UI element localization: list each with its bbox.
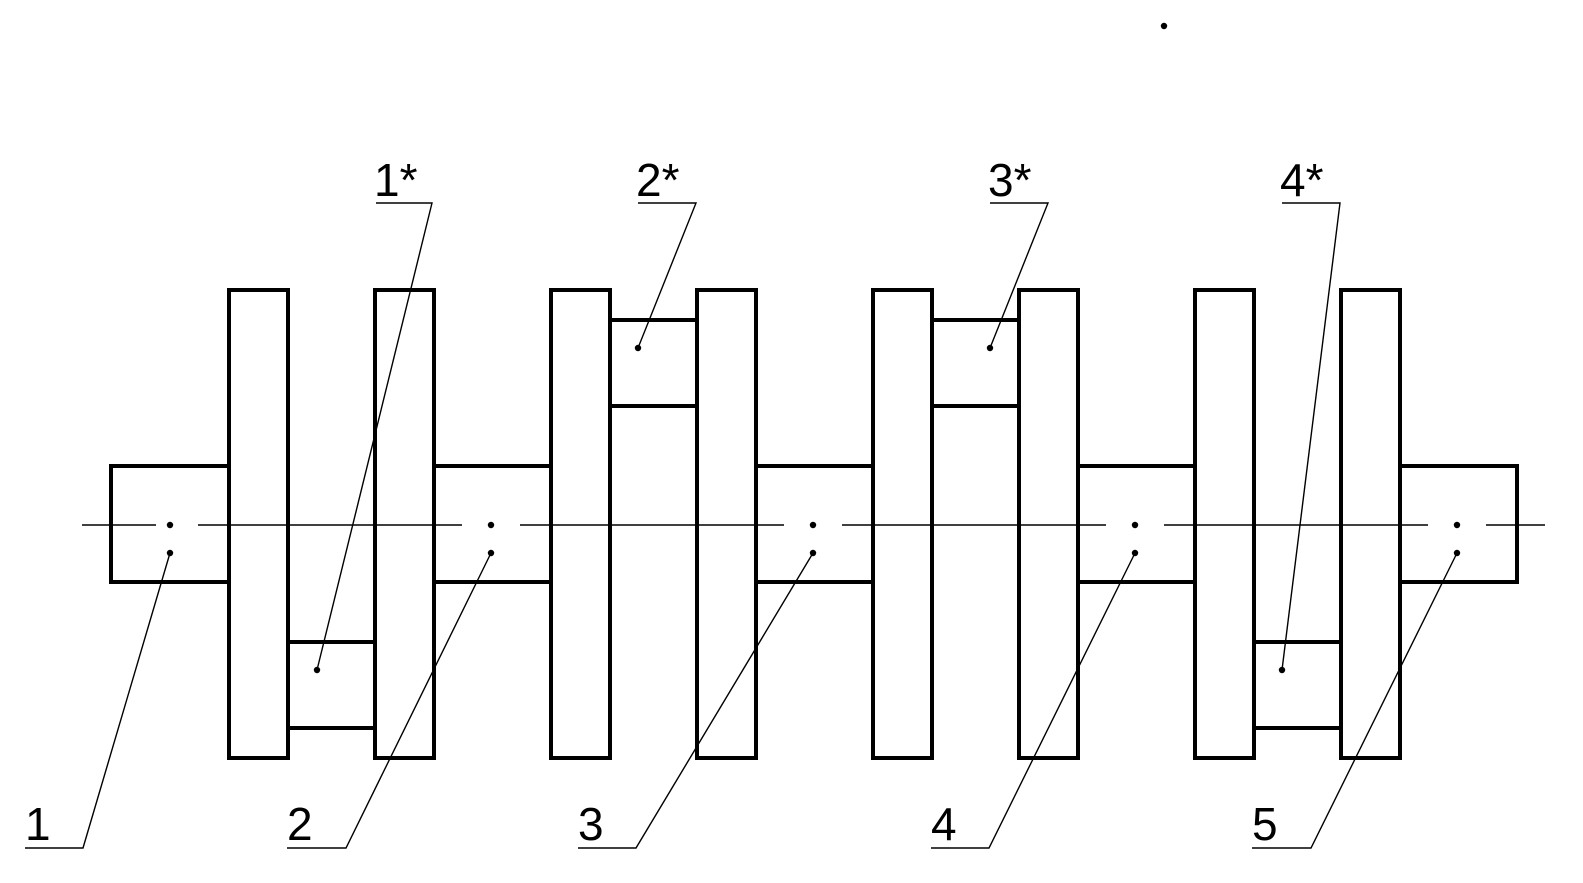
crankpin-2 [610, 318, 697, 408]
leader-line-3star [989, 202, 1050, 349]
leader-line-3 [578, 552, 814, 849]
main-journal-label-3: 3 [578, 798, 604, 850]
crank-web-2 [373, 288, 436, 760]
crank-web-7 [1193, 288, 1256, 760]
stray-dot [1160, 22, 1168, 30]
leader-line-1 [25, 552, 171, 849]
main-journal-label-1: 1 [25, 798, 51, 850]
axis-dot [1131, 521, 1139, 529]
leader-line-4 [931, 552, 1136, 849]
crank-web-8 [1339, 288, 1402, 760]
crankpin-label-3: 3* [988, 154, 1032, 206]
crankpins [288, 318, 1341, 730]
leader-line-5 [1252, 552, 1458, 849]
center-axis [82, 521, 1545, 529]
axis-dot [1453, 521, 1461, 529]
axis-dot [809, 521, 817, 529]
crank-webs [227, 288, 1402, 760]
crank-web-4 [695, 288, 758, 760]
crank-web-3 [549, 288, 612, 760]
axis-dot [487, 521, 495, 529]
crank-web-1 [227, 288, 290, 760]
crankpin-label-2: 2* [636, 154, 680, 206]
crankpin-label-1: 1* [374, 154, 418, 206]
leader-line-4star [1281, 202, 1341, 671]
crankpin-label-4: 4* [1280, 154, 1324, 206]
main-journals [109, 464, 1519, 584]
crankpin-3 [932, 318, 1019, 408]
crankpin-1 [288, 640, 375, 730]
crankpin-4 [1254, 640, 1341, 730]
main-journal-label-5: 5 [1252, 798, 1278, 850]
leader-line-2star [637, 202, 698, 349]
main-journal-leaders: 1 2 3 4 5 [25, 549, 1461, 850]
main-journal-label-4: 4 [931, 798, 957, 850]
leader-line-1star [316, 202, 433, 671]
crank-web-6 [1017, 288, 1080, 760]
leader-line-2 [287, 552, 492, 849]
crankpin-leaders: 1* 2* 3* 4* [313, 154, 1341, 674]
crank-web-5 [871, 288, 934, 760]
main-journal-label-2: 2 [287, 798, 313, 850]
main-journal-5 [1399, 464, 1519, 584]
axis-dot [166, 521, 174, 529]
main-journal-1 [109, 464, 229, 584]
